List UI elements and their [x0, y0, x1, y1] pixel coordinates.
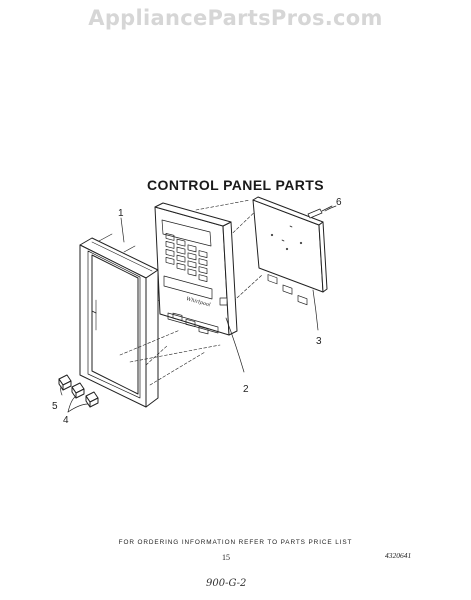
part-6-screw — [307, 205, 333, 219]
callout-3: 3 — [316, 336, 322, 347]
callout-6: 6 — [336, 197, 342, 208]
page-number: 15 — [222, 553, 230, 562]
callout-4: 4 — [63, 415, 69, 426]
callout-1: 1 — [118, 208, 124, 219]
part-3-back-plate — [252, 196, 328, 306]
ordering-note: FOR ORDERING INFORMATION REFER TO PARTS … — [118, 539, 353, 546]
part-1-frame — [79, 233, 159, 408]
leader-lines — [60, 205, 337, 413]
diagram-code: 4320641 — [385, 551, 412, 560]
diagram-title: CONTROL PANEL PARTS — [147, 177, 324, 193]
callout-2: 2 — [243, 384, 249, 395]
handwritten-note: 900-G-2 — [206, 578, 247, 589]
part-2-control-panel — [154, 202, 238, 336]
watermark: AppliancePartsPros.com — [88, 6, 383, 30]
callout-5: 5 — [52, 401, 58, 412]
part-4-5-buttons — [58, 374, 99, 408]
